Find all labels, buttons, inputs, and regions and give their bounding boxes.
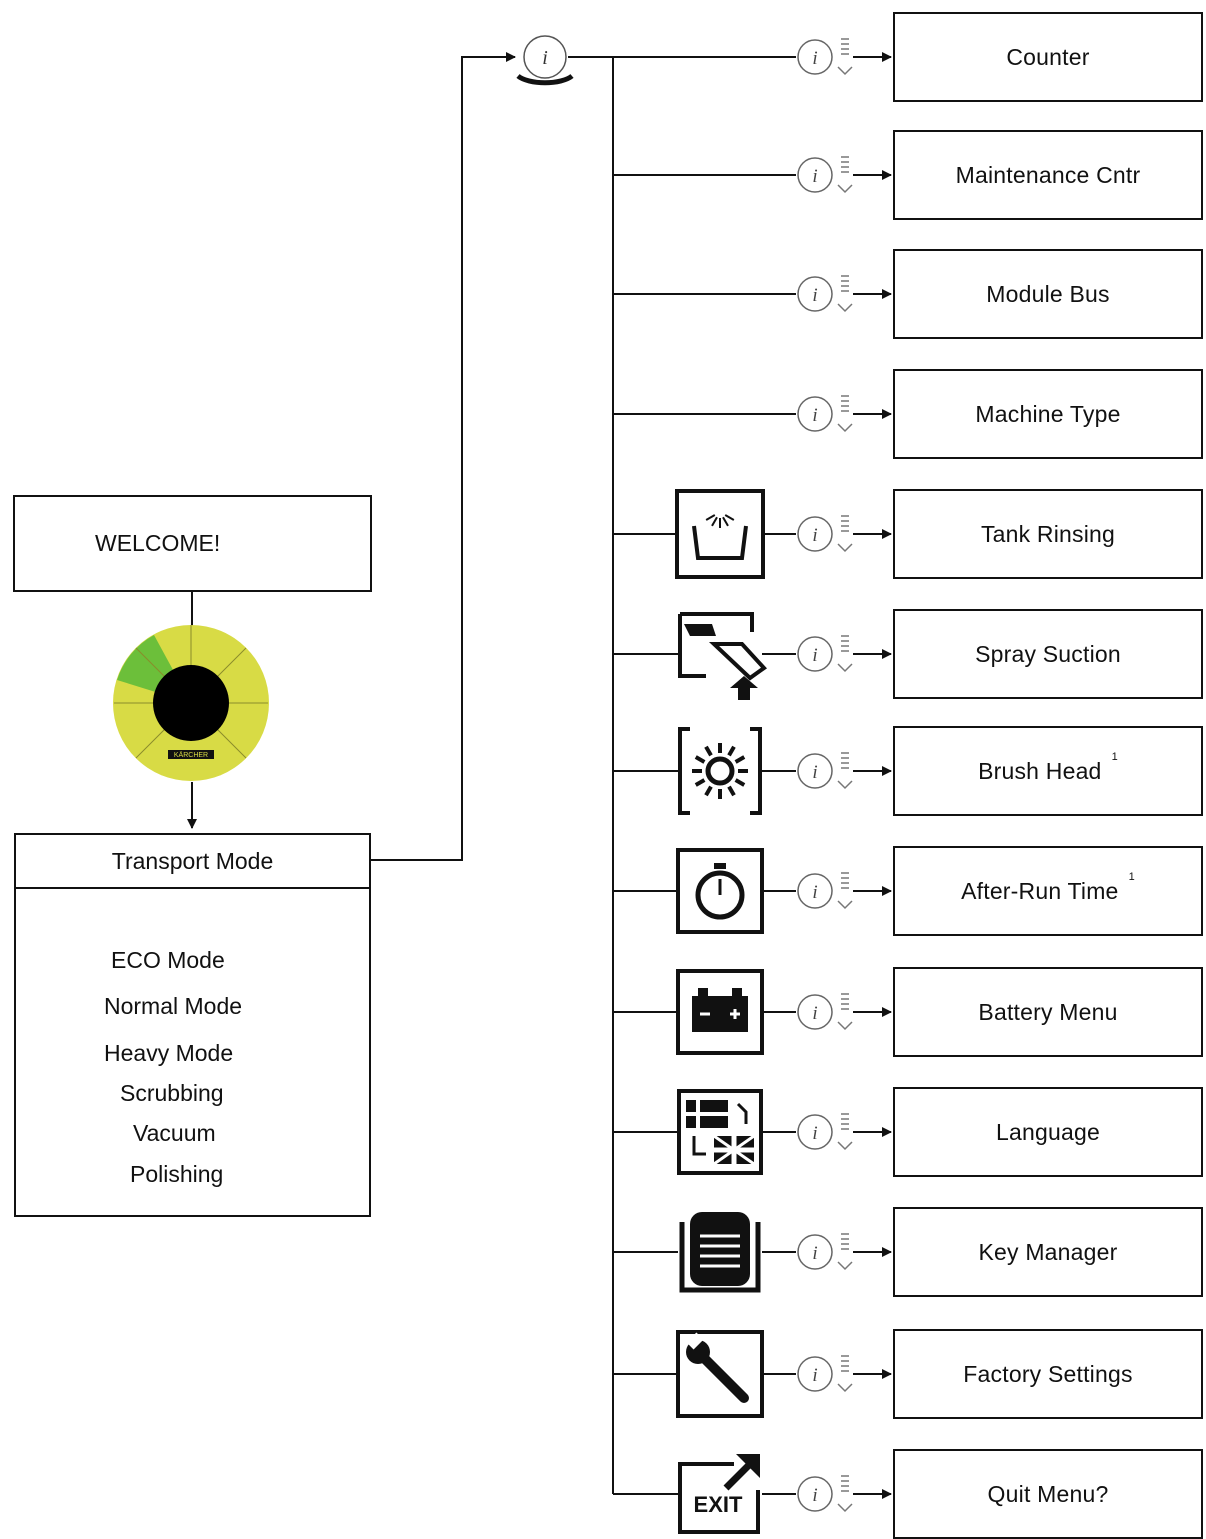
svg-text:i: i — [812, 1243, 817, 1264]
menu-row: i — [613, 1332, 891, 1416]
spray-suction-icon — [680, 614, 764, 700]
menu-item-box[interactable]: Spray Suction — [893, 609, 1203, 699]
info-scroll-icon[interactable]: i — [798, 873, 852, 908]
menu-item-label: Language — [996, 1119, 1100, 1146]
menu-row: i — [613, 971, 891, 1053]
menu-item-label: Factory Settings — [963, 1361, 1132, 1388]
mode-item[interactable]: Normal Mode — [104, 993, 242, 1020]
language-flags-icon — [679, 1091, 761, 1173]
menu-item-box[interactable]: Module Bus — [893, 249, 1203, 339]
footnote-marker: 1 — [1112, 751, 1118, 763]
menu-item-box[interactable]: Battery Menu — [893, 967, 1203, 1057]
info-scroll-icon[interactable]: i — [798, 753, 852, 788]
info-scroll-icon[interactable]: i — [798, 636, 852, 671]
tank-rinsing-icon — [677, 491, 763, 577]
menu-item-box[interactable]: Counter — [893, 12, 1203, 102]
mode-item[interactable]: Vacuum — [133, 1120, 216, 1147]
mode-item[interactable]: Scrubbing — [120, 1080, 224, 1107]
menu-row: i — [613, 39, 891, 74]
menu-item-label: Quit Menu? — [988, 1481, 1109, 1508]
svg-text:i: i — [812, 48, 817, 69]
menu-row: i — [613, 1212, 891, 1290]
dial-brand-text: KÄRCHER — [174, 751, 208, 759]
exit-icon: EXIT — [680, 1454, 760, 1532]
transport-mode-title: Transport Mode — [16, 835, 369, 889]
menu-item-label: After-Run Time — [961, 878, 1118, 905]
menu-item-box[interactable]: Machine Type — [893, 369, 1203, 459]
welcome-screen: WELCOME! — [13, 495, 372, 592]
info-rotate-icon[interactable]: i — [518, 36, 572, 83]
battery-icon — [678, 971, 762, 1053]
menu-item-label: Key Manager — [979, 1239, 1118, 1266]
svg-text:i: i — [812, 882, 817, 903]
menu-row: i — [613, 491, 891, 577]
menu-item-box[interactable]: Maintenance Cntr — [893, 130, 1203, 220]
info-scroll-icon[interactable]: i — [798, 276, 852, 311]
connector-transport-info — [371, 57, 515, 860]
menu-item-box[interactable]: Brush Head 1 — [893, 726, 1203, 816]
menu-item-box[interactable]: Key Manager — [893, 1207, 1203, 1297]
menu-row: i — [613, 1091, 891, 1173]
info-scroll-icon[interactable]: i — [798, 1476, 852, 1511]
info-scroll-icon[interactable]: i — [798, 1356, 852, 1391]
svg-text:i: i — [542, 47, 548, 69]
svg-text:i: i — [812, 166, 817, 187]
brush-head-icon — [680, 729, 760, 813]
menu-row: i — [613, 614, 891, 700]
info-scroll-icon[interactable]: i — [798, 1234, 852, 1269]
menu-item-label: Module Bus — [986, 281, 1109, 308]
menu-item-box[interactable]: Factory Settings — [893, 1329, 1203, 1419]
mode-item[interactable]: Polishing — [130, 1161, 223, 1188]
info-scroll-icon[interactable]: i — [798, 39, 852, 74]
svg-text:i: i — [812, 1003, 817, 1024]
menu-item-box[interactable]: Language — [893, 1087, 1203, 1177]
key-icon — [682, 1212, 758, 1290]
mode-item[interactable]: ECO Mode — [111, 947, 225, 974]
svg-text:i: i — [812, 1123, 817, 1144]
wrench-icon — [678, 1332, 762, 1416]
menu-row: i — [613, 157, 891, 192]
svg-text:i: i — [812, 1485, 817, 1506]
info-scroll-icon[interactable]: i — [798, 1114, 852, 1149]
footnote-marker: 1 — [1129, 871, 1135, 883]
menu-item-label: Maintenance Cntr — [956, 162, 1141, 189]
menu-row: i — [613, 276, 891, 311]
info-scroll-icon[interactable]: i — [798, 516, 852, 551]
mode-item[interactable]: Heavy Mode — [104, 1040, 233, 1067]
menu-item-box[interactable]: After-Run Time 1 — [893, 846, 1203, 936]
transport-mode-panel: Transport Mode ECO Mode Normal Mode Heav… — [14, 833, 371, 1217]
svg-text:i: i — [812, 1365, 817, 1386]
menu-item-box[interactable]: Quit Menu? — [893, 1449, 1203, 1539]
menu-item-label: Machine Type — [975, 401, 1120, 428]
menu-item-box[interactable]: Tank Rinsing — [893, 489, 1203, 579]
menu-item-label: Tank Rinsing — [981, 521, 1115, 548]
svg-text:i: i — [812, 525, 817, 546]
svg-text:i: i — [812, 645, 817, 666]
menu-row: EXIT i — [613, 1454, 891, 1532]
exit-label: EXIT — [694, 1492, 743, 1517]
mode-selector-dial[interactable]: KÄRCHER — [113, 625, 269, 781]
menu-row: i — [613, 729, 891, 813]
info-scroll-icon[interactable]: i — [798, 994, 852, 1029]
info-scroll-icon[interactable]: i — [798, 396, 852, 431]
welcome-text: WELCOME! — [95, 530, 220, 557]
menu-item-label: Brush Head — [978, 758, 1101, 785]
svg-text:i: i — [812, 285, 817, 306]
info-scroll-icon[interactable]: i — [798, 157, 852, 192]
menu-row: i — [613, 396, 891, 431]
svg-text:i: i — [812, 405, 817, 426]
menu-item-label: Counter — [1006, 44, 1089, 71]
menu-item-label: Battery Menu — [978, 999, 1117, 1026]
menu-item-label: Spray Suction — [975, 641, 1121, 668]
menu-row: i — [613, 850, 891, 932]
svg-text:i: i — [812, 762, 817, 783]
stopwatch-icon — [678, 850, 762, 932]
